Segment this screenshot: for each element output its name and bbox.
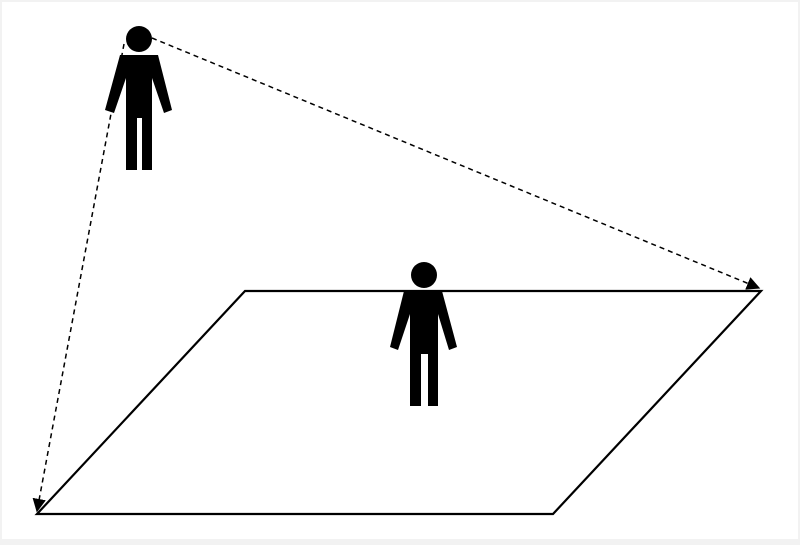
sight-line-left xyxy=(32,43,125,513)
sight-line-right xyxy=(151,37,761,290)
ground-person-icon xyxy=(390,262,457,406)
elevated-person-icon xyxy=(105,26,172,170)
ground-plane xyxy=(34,289,764,516)
